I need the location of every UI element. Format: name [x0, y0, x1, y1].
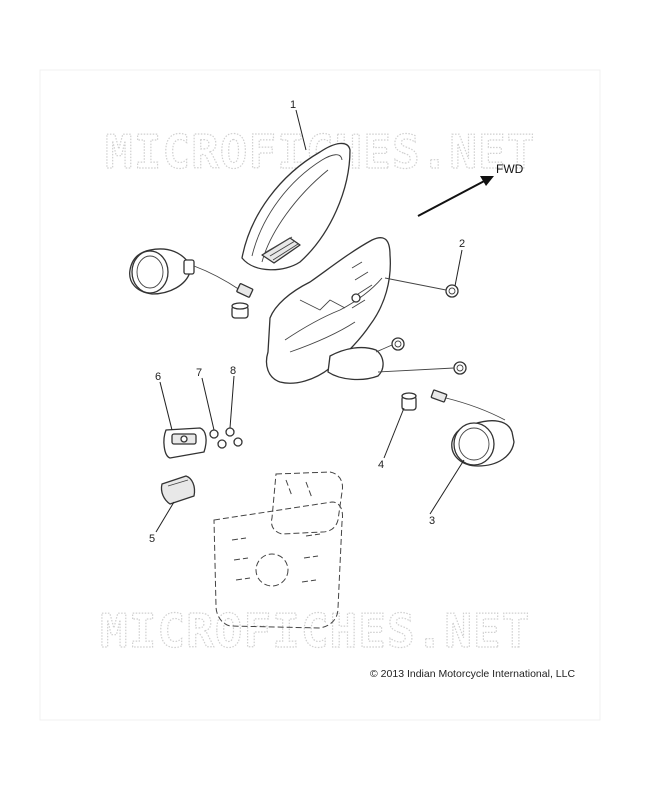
- part-5-lamp-lens: [160, 475, 196, 505]
- left-turn-signal: [129, 248, 254, 298]
- callout-6: 6: [155, 371, 161, 383]
- forward-label: FWD: [496, 162, 524, 176]
- callout-7: 7: [196, 367, 202, 379]
- part-3-right-turn-signal: [430, 389, 515, 467]
- diagram-frame: [39, 69, 601, 721]
- forward-arrow-head: [480, 176, 494, 186]
- part-1-headlight-lens: [241, 142, 351, 271]
- part-2-fasteners: [375, 277, 467, 375]
- part-7-8-washers: [209, 427, 243, 449]
- copyright-symbol: ©: [370, 668, 378, 680]
- rear-fender-bracket: [265, 237, 391, 384]
- copyright-text: 2013 Indian Motorcycle International, LL…: [380, 668, 576, 680]
- forward-direction-indicator: FWD: [417, 162, 524, 217]
- license-plate-bracket: [213, 471, 343, 629]
- callout-3: 3: [429, 515, 435, 527]
- forward-arrow-shaft: [417, 177, 491, 217]
- callout-2: 2: [459, 238, 465, 250]
- left-spacer: [231, 302, 249, 319]
- copyright-notice: © 2013 Indian Motorcycle International, …: [370, 668, 575, 680]
- part-6-license-lamp: [163, 427, 207, 459]
- part-4-spacer: [401, 392, 417, 411]
- watermark-bottom: MICROFICHES.NET: [100, 604, 530, 658]
- callout-8: 8: [230, 365, 236, 377]
- callout-1: 1: [290, 99, 296, 111]
- callout-leaders: [155, 109, 465, 533]
- callout-5: 5: [149, 533, 155, 545]
- callout-4: 4: [378, 459, 384, 471]
